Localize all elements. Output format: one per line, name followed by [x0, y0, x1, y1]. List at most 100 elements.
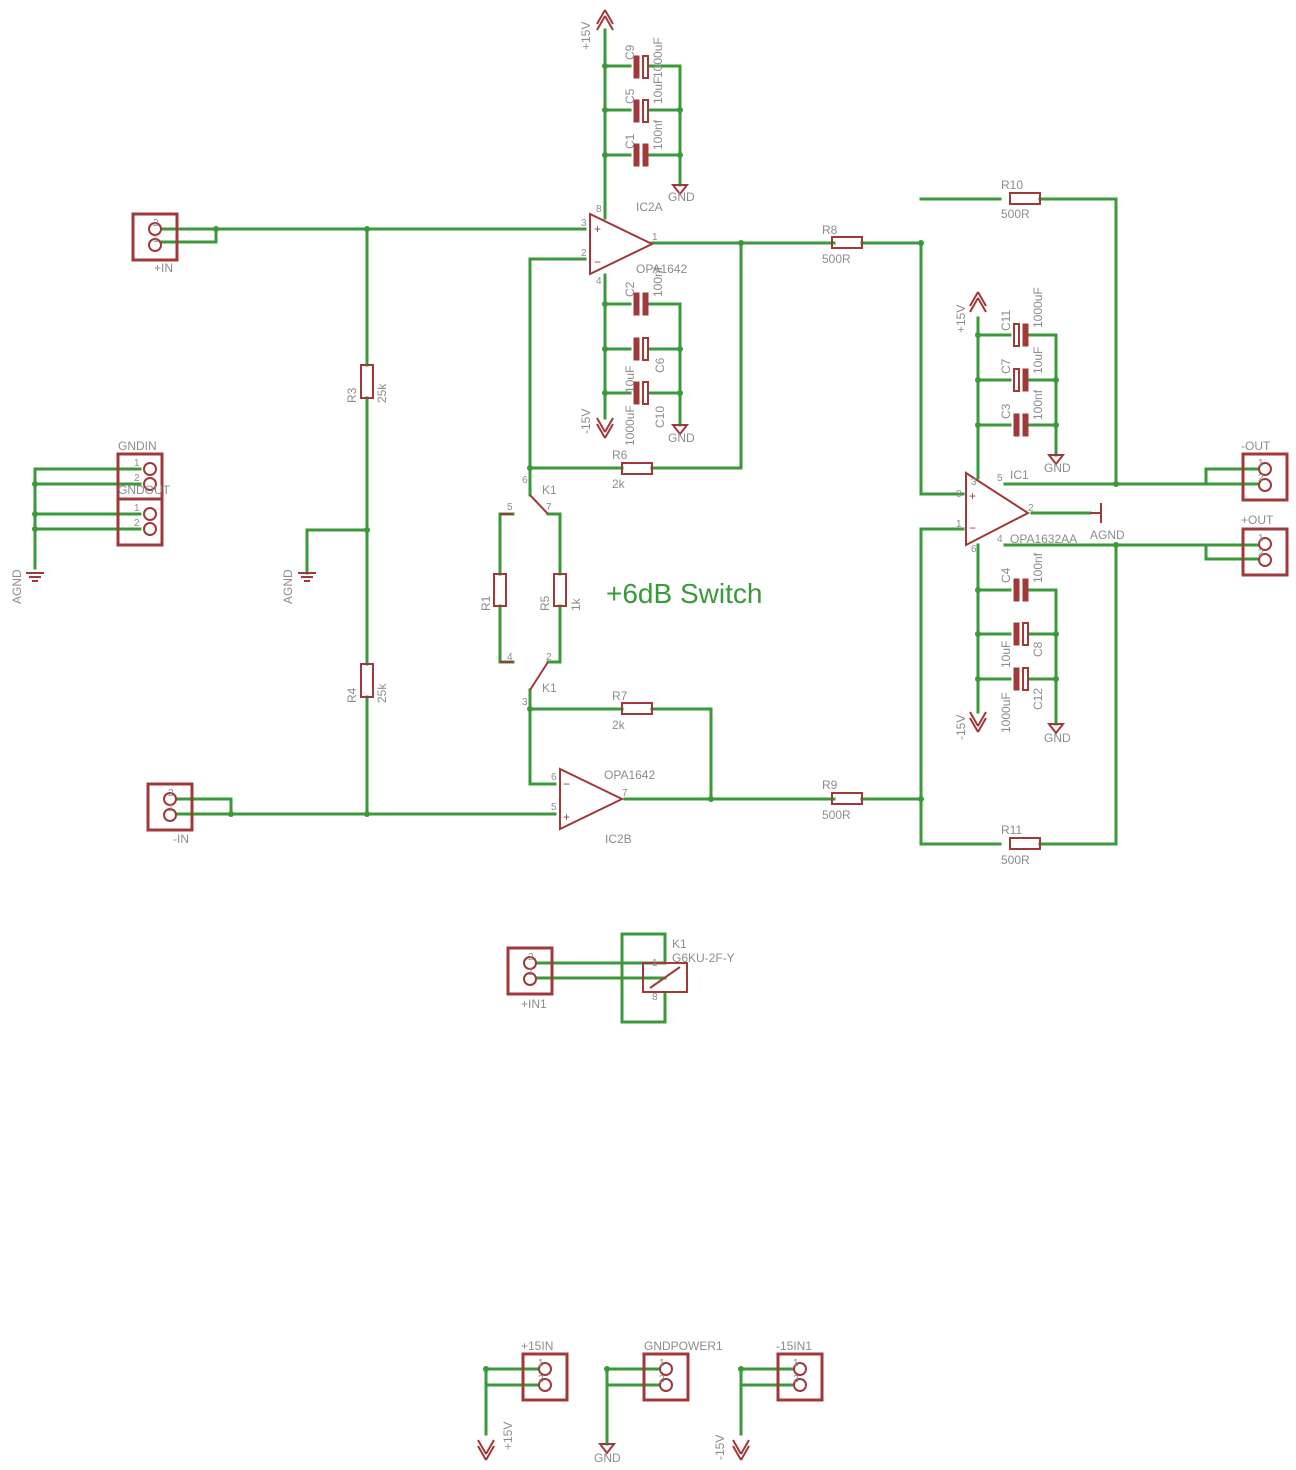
- label-r6: R6: [612, 448, 628, 462]
- svg-text:−: −: [594, 255, 601, 269]
- gnd-symbols: [26, 184, 1064, 1454]
- label-agnd-1: AGND: [1090, 528, 1125, 542]
- label-r5: R5: [538, 595, 552, 611]
- svg-text:+: +: [563, 810, 570, 824]
- label-c1-val: 100nf: [651, 119, 665, 150]
- label-gnd-4: GND: [1044, 731, 1071, 745]
- pin-gndin-2: 2: [134, 473, 140, 484]
- label-k1-b: K1: [542, 681, 557, 695]
- pin-ic1-4: 4: [997, 534, 1003, 545]
- pin-n15-1: 1: [793, 1358, 799, 1369]
- label-c1: C1: [623, 133, 637, 149]
- label-c4: C4: [999, 567, 1013, 583]
- label-c8-val: 10uF: [999, 641, 1013, 668]
- label-ic1-part: OPA1632AA: [1010, 532, 1077, 546]
- label-gndout: GNDOUT: [118, 483, 171, 497]
- pin-inpos-2: 2: [153, 218, 159, 229]
- label-ic2b: IC2B: [605, 832, 632, 846]
- label-c2-val: 100nf: [651, 266, 665, 297]
- label-c3: C3: [999, 403, 1013, 419]
- pin-coil-1: 1: [652, 958, 658, 969]
- label-p15: +15IN: [521, 1339, 553, 1353]
- label-r1: R1: [479, 595, 493, 611]
- pin-ic1-3: 3: [971, 477, 977, 488]
- pin-p15-2: 2: [538, 1374, 544, 1385]
- label-ic1: IC1: [1010, 468, 1029, 482]
- label-r3-val: 25k: [375, 383, 389, 403]
- label-out-pos: +OUT: [1241, 513, 1274, 527]
- pin-gp-1: 1: [659, 1358, 665, 1369]
- label-pos-rail-3: +15V: [501, 1422, 515, 1450]
- resistors: [360, 192, 1041, 850]
- pin-ic2a-8: 8: [596, 204, 602, 215]
- wires: [33, 28, 1264, 1446]
- label-c10: C10: [653, 406, 667, 428]
- label-gndin: GNDIN: [118, 439, 157, 453]
- pin-ic1-1: 1: [956, 519, 962, 530]
- junction-dots: [32, 63, 1119, 1372]
- label-gnd-1: GND: [668, 190, 695, 204]
- label-k1-a: K1: [542, 483, 557, 497]
- pin-ic2a-3: 3: [581, 218, 587, 229]
- pin-outpos-1: 1: [1258, 533, 1264, 544]
- label-k1-part: G6KU-2F-Y: [672, 951, 735, 965]
- svg-text:−: −: [563, 777, 570, 791]
- label-ic2b-part: OPA1642: [604, 768, 655, 782]
- pin-gp-2: 2: [659, 1374, 665, 1385]
- pin-outpos-2: 2: [1258, 548, 1264, 559]
- label-c9-val: 1000uF: [651, 37, 665, 78]
- pin-k1-4: 4: [507, 652, 513, 663]
- label-pos-rail-2: +15V: [954, 305, 968, 333]
- capacitors: [633, 55, 1029, 691]
- label-c5: C5: [623, 88, 637, 104]
- pin-inpos-1: 1: [153, 234, 159, 245]
- pin-ic2b-6: 6: [551, 772, 557, 783]
- label-neg-rail-1: -15V: [579, 409, 593, 434]
- pin-in1-1: 1: [528, 967, 534, 978]
- pin-ic2a-4: 4: [596, 276, 602, 287]
- gnd-headers: [116, 452, 164, 547]
- relay-switches: [500, 494, 549, 691]
- label-c5-val: 10uF: [651, 77, 665, 104]
- label-c8: C8: [1031, 641, 1045, 657]
- ic2b-opamp: − +: [559, 767, 625, 831]
- pin-n15-2: 2: [793, 1374, 799, 1385]
- label-ic2a-part: OPA1642: [636, 262, 687, 276]
- pin-gndout-2: 2: [134, 518, 140, 529]
- label-c7: C7: [999, 358, 1013, 374]
- label-r3: R3: [345, 387, 359, 403]
- label-c6-val: 10uF: [623, 366, 637, 393]
- pin-k1-5: 5: [507, 502, 513, 513]
- label-r11-val: 500R: [1001, 853, 1030, 867]
- label-gnd-2: GND: [668, 431, 695, 445]
- label-c3-val: 100nf: [1031, 389, 1045, 420]
- label-r10: R10: [1001, 178, 1023, 192]
- label-r8: R8: [822, 223, 838, 237]
- ic2a-opamp: + −: [589, 212, 655, 276]
- pin-ic1-5: 5: [997, 473, 1003, 484]
- label-agnd-3: AGND: [281, 569, 295, 604]
- pin-coil-8: 8: [652, 992, 658, 1003]
- label-r4-val: 25k: [375, 683, 389, 703]
- label-gnd-3: GND: [1044, 461, 1071, 475]
- pin-k1-3: 3: [522, 697, 528, 708]
- label-in-neg: -IN: [173, 832, 189, 846]
- pin-k1-7: 7: [546, 502, 552, 513]
- label-r9-val: 500R: [822, 808, 851, 822]
- label-neg-rail-3: -15V: [713, 1435, 727, 1460]
- label-r7: R7: [612, 689, 628, 703]
- label-c9: C9: [623, 44, 637, 60]
- label-gndpower: GNDPOWER1: [644, 1339, 723, 1353]
- label-c6: C6: [653, 357, 667, 373]
- pin-ic1-8: 8: [956, 489, 962, 500]
- label-r5-val: 1k: [569, 597, 583, 611]
- label-in1: +IN1: [521, 997, 547, 1011]
- pin-ic2b-5: 5: [551, 802, 557, 813]
- pin-ic1-6: 6: [971, 544, 977, 555]
- label-k1-coil: K1: [672, 937, 687, 951]
- label-c4-val: 100nf: [1031, 552, 1045, 583]
- label-c10-val: 1000uF: [623, 405, 637, 446]
- ic1-opamp: + −: [965, 471, 1102, 547]
